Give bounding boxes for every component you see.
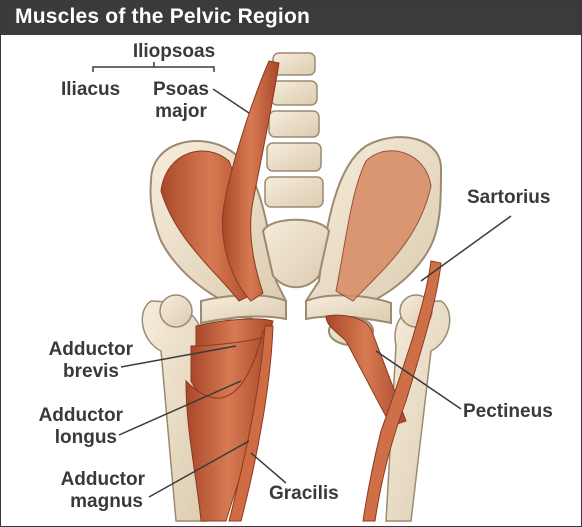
figure-title: Muscles of the Pelvic Region	[15, 5, 310, 29]
label-iliacus: Iliacus	[61, 79, 120, 100]
label-adductor-magnus-line1: Adductor	[35, 469, 145, 490]
label-psoas-major-line2: major	[147, 101, 215, 122]
label-iliopsoas: Iliopsoas	[119, 41, 229, 62]
pelvis-illustration	[1, 35, 581, 526]
title-bar: Muscles of the Pelvic Region	[1, 1, 581, 35]
label-adductor-brevis-line1: Adductor	[23, 339, 133, 360]
label-gracilis: Gracilis	[269, 483, 339, 504]
label-pectineus: Pectineus	[463, 401, 553, 422]
label-adductor-brevis-line2: brevis	[23, 361, 119, 382]
label-adductor-magnus-line2: magnus	[35, 491, 143, 512]
label-psoas-major-line1: Psoas	[147, 79, 215, 100]
label-sartorius: Sartorius	[467, 187, 550, 208]
label-adductor-longus-line2: longus	[13, 427, 117, 448]
label-adductor-longus-line1: Adductor	[13, 405, 123, 426]
